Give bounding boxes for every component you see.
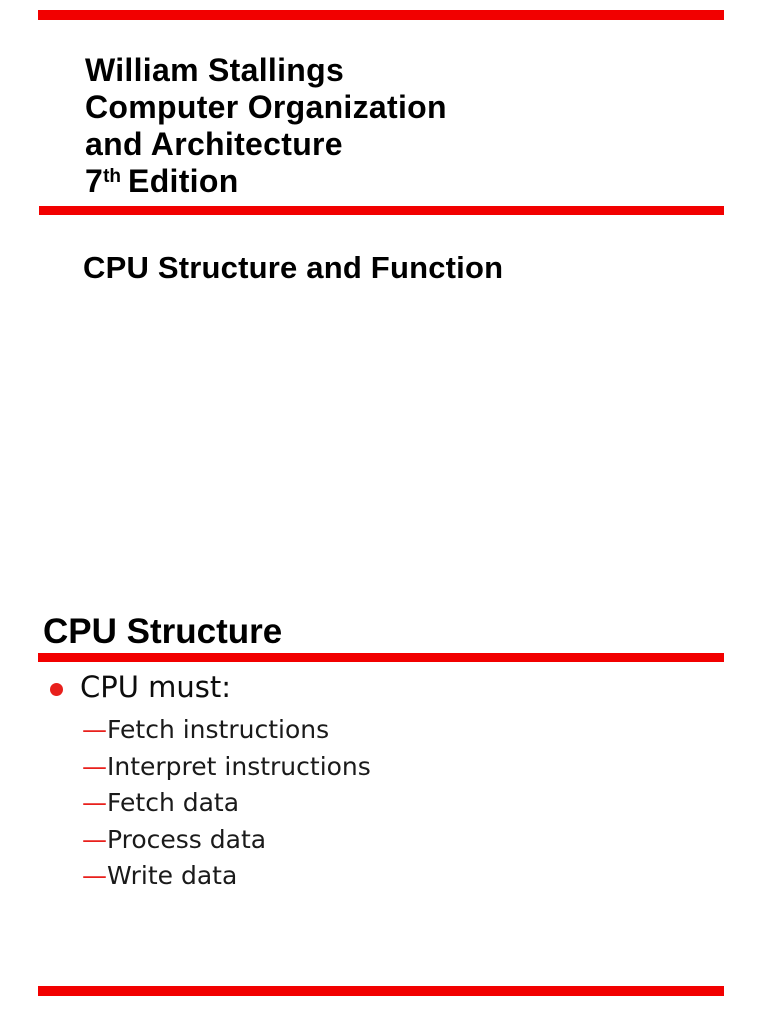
title-underline-rule bbox=[39, 206, 724, 215]
sub-bullet-text: Write data bbox=[107, 861, 238, 891]
sub-bullet-list: —Fetch instructions —Interpret instructi… bbox=[82, 712, 371, 895]
title-line: William Stallings bbox=[85, 52, 345, 88]
sub-bullet-item: —Interpret instructions bbox=[82, 749, 371, 786]
slide1-subtitle: CPU Structure and Function bbox=[83, 250, 504, 285]
adjacent-page-rule-bottom bbox=[38, 986, 724, 996]
edition-number: 7 bbox=[85, 163, 104, 199]
sub-bullet-text: Fetch instructions bbox=[107, 715, 330, 744]
em-dash-marker: — bbox=[82, 824, 107, 854]
edition-word: Edition bbox=[128, 163, 239, 199]
heading-underline-rule bbox=[38, 653, 724, 662]
sub-bullet-text: Process data bbox=[107, 824, 267, 854]
sub-bullet-text: Interpret instructions bbox=[107, 751, 371, 781]
sub-bullet-item: —Write data bbox=[82, 858, 371, 895]
em-dash-marker: — bbox=[82, 715, 107, 744]
sub-bullet-item: —Process data bbox=[82, 822, 371, 859]
title-edition-line: 7th Edition bbox=[85, 163, 447, 205]
sub-bullet-item: —Fetch data bbox=[82, 785, 371, 822]
adjacent-page-rule-top bbox=[38, 10, 724, 20]
edition-ordinal-superscript: th bbox=[103, 166, 122, 187]
title-line: Computer Organization bbox=[85, 89, 447, 125]
em-dash-marker: — bbox=[82, 861, 107, 891]
slide2-heading: CPU Structure bbox=[43, 612, 283, 651]
title-line: and Architecture bbox=[85, 126, 343, 162]
slide1-title-block: William Stallings Computer Organization … bbox=[85, 52, 447, 205]
sub-bullet-item: —Fetch instructions bbox=[82, 712, 371, 749]
em-dash-marker: — bbox=[82, 751, 107, 781]
bullet-label: CPU must: bbox=[80, 670, 232, 704]
em-dash-marker: — bbox=[82, 788, 107, 818]
bullet-icon bbox=[50, 683, 63, 696]
sub-bullet-text: Fetch data bbox=[107, 788, 240, 818]
